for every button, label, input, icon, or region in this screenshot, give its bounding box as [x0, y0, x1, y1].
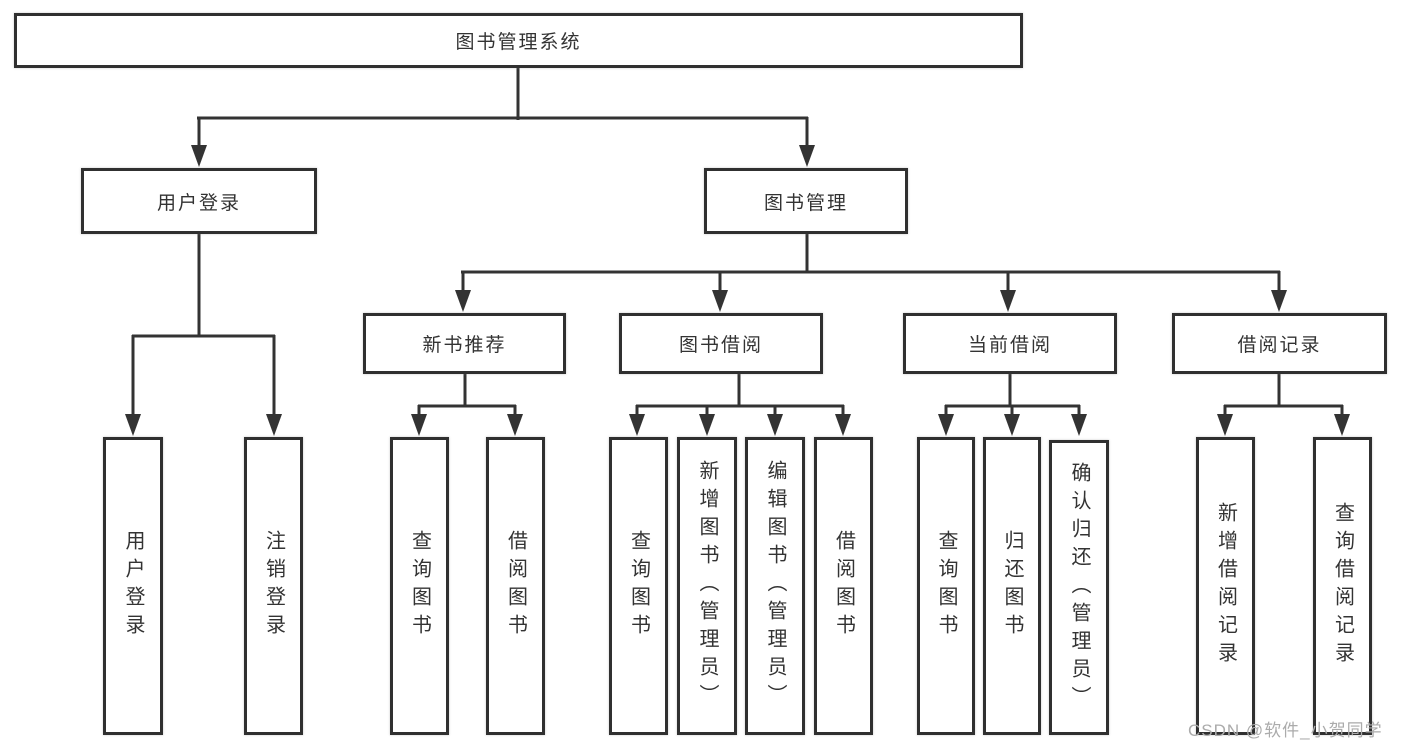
node-user-login: 用户登录	[81, 168, 317, 234]
node-book-management: 图书管理	[704, 168, 908, 234]
node-library-management-system: 图书管理系统	[14, 13, 1023, 68]
node-current-borrowing: 当前借阅	[903, 313, 1117, 374]
leaf-recommend-borrow-books: 借阅图书	[486, 437, 545, 735]
leaf-user-login: 用户登录	[103, 437, 163, 735]
leaf-records-add-record-label: 新增借阅记录	[1214, 502, 1237, 670]
leaf-borrow-borrow-books-label: 借阅图书	[832, 530, 855, 642]
leaf-records-query-record-label: 查询借阅记录	[1331, 502, 1354, 670]
leaf-recommend-query-books-label: 查询图书	[408, 530, 431, 642]
leaf-current-return-book: 归还图书	[983, 437, 1041, 735]
leaf-borrow-query-books-label: 查询图书	[627, 530, 650, 642]
leaf-current-confirm-return-admin: 确认归还（管理员）	[1049, 440, 1109, 735]
watermark: CSDN @软件_小贺同学	[1188, 721, 1383, 740]
leaf-borrow-add-book-admin-label: 新增图书（管理员）	[696, 460, 718, 712]
leaf-current-confirm-return-admin-label: 确认归还（管理员）	[1068, 461, 1090, 714]
arrowheads	[125, 145, 1350, 436]
leaf-records-add-record: 新增借阅记录	[1196, 437, 1255, 735]
leaf-recommend-borrow-books-label: 借阅图书	[504, 530, 527, 642]
leaf-current-query-books-label: 查询图书	[935, 530, 957, 642]
node-new-book-recommendation: 新书推荐	[363, 313, 566, 374]
node-borrowing-records: 借阅记录	[1172, 313, 1387, 374]
leaf-logout-label: 注销登录	[262, 530, 285, 642]
leaf-borrow-edit-book-admin: 编辑图书（管理员）	[745, 437, 805, 735]
leaf-borrow-borrow-books: 借阅图书	[814, 437, 873, 735]
leaf-current-query-books: 查询图书	[917, 437, 975, 735]
node-book-borrowing: 图书借阅	[619, 313, 823, 374]
leaf-current-return-book-label: 归还图书	[1001, 530, 1023, 642]
leaf-logout: 注销登录	[244, 437, 303, 735]
leaf-user-login-label: 用户登录	[122, 530, 144, 642]
leaf-borrow-query-books: 查询图书	[609, 437, 668, 735]
leaf-records-query-record: 查询借阅记录	[1313, 437, 1372, 735]
leaf-borrow-edit-book-admin-label: 编辑图书（管理员）	[764, 460, 786, 712]
leaf-borrow-add-book-admin: 新增图书（管理员）	[677, 437, 737, 735]
leaf-recommend-query-books: 查询图书	[390, 437, 449, 735]
